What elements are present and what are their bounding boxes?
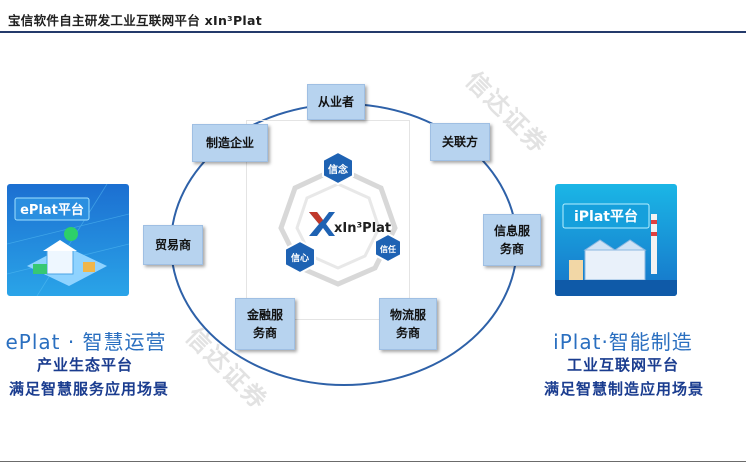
node-logistics-line1: 物流服: [389, 308, 426, 322]
node-trader: 贸易商: [143, 225, 203, 265]
hub-diagram: 信念 信心 信任 xIn³Plat: [278, 150, 402, 287]
eplat-badge: ePlat平台: [20, 202, 84, 218]
page-title: 宝信软件自主研发工业互联网平台 xIn³Plat: [8, 13, 262, 28]
node-info-service-line2: 务商: [499, 242, 524, 256]
eplat-sub2: 满足智慧服务应用场景: [8, 380, 169, 398]
iplat-sub1: 工业互联网平台: [566, 356, 679, 374]
iplat-title: iPlat·智能制造: [553, 330, 693, 354]
eplat-title: ePlat · 智慧运营: [5, 330, 167, 354]
header-divider: [0, 31, 746, 33]
node-logistics-service: 物流服 务商: [379, 298, 437, 350]
header: 宝信软件自主研发工业互联网平台 xIn³Plat: [0, 0, 746, 33]
xinplat-logo: xIn³Plat: [309, 212, 391, 236]
iplat-illustration: iPlat平台: [555, 184, 677, 296]
hub-frame: [246, 120, 410, 320]
iplat-sub2: 满足智慧制造应用场景: [543, 380, 704, 398]
octagon-inner: [295, 182, 381, 270]
hub-node-ren: 信任: [374, 232, 402, 264]
logo-text: xIn³Plat: [334, 221, 391, 236]
node-info-service: 信息服 务商: [483, 214, 541, 266]
hub-label-ren: 信任: [380, 244, 396, 254]
hub-label-xin: 信心: [291, 252, 309, 264]
node-logistics-line2: 务商: [395, 326, 420, 340]
eplat-illustration: ePlat平台: [7, 184, 129, 296]
node-finance-line1: 金融服: [246, 308, 283, 322]
map-pin-icon: [64, 227, 78, 241]
node-practitioner: 从业者: [307, 84, 365, 120]
octagon-frame: [278, 165, 398, 287]
footer-divider: [0, 461, 746, 462]
node-finance-line2: 务商: [252, 326, 277, 340]
eplat-sub1: 产业生态平台: [36, 356, 133, 374]
node-finance-service: 金融服 务商: [235, 298, 295, 350]
node-info-service-line1: 信息服: [493, 224, 530, 238]
node-manufacturer: 制造企业: [192, 124, 268, 162]
hub-label-nian: 信念: [328, 163, 348, 176]
node-related-party: 关联方: [430, 123, 490, 161]
hub-node-nian: 信念: [322, 150, 354, 186]
iplat-badge: iPlat平台: [574, 208, 638, 225]
hub-node-xin: 信心: [284, 239, 316, 275]
